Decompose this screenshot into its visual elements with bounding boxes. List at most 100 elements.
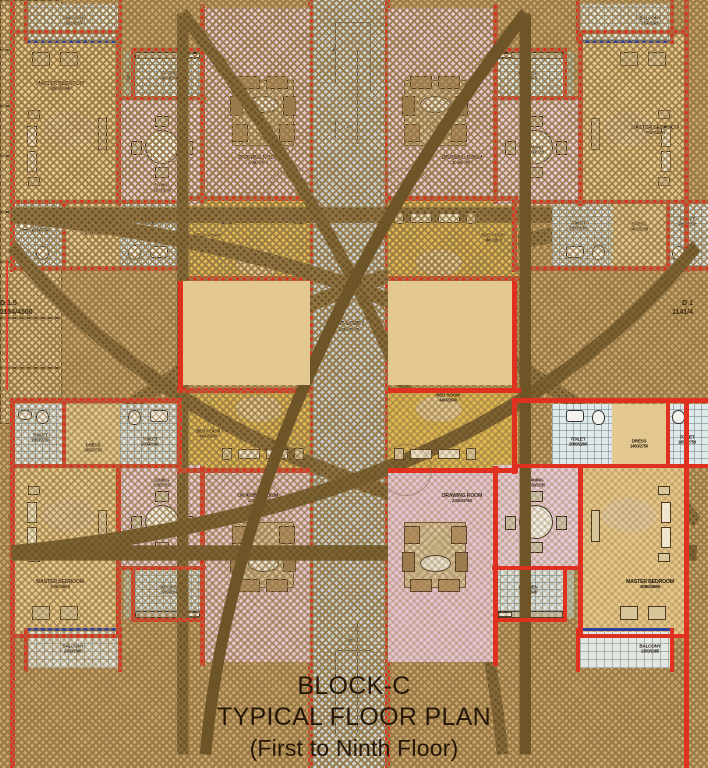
entrance-lobby-label: ENT. LOBBY 2050/3075 bbox=[334, 321, 364, 332]
br-master-nightstand-2 bbox=[658, 553, 670, 562]
tl-dining-label: DINING 3150/3235 bbox=[153, 183, 171, 193]
tr-dining-chair-w bbox=[505, 141, 516, 155]
br-sofa-right bbox=[455, 552, 468, 572]
bl-seat-1 bbox=[32, 606, 50, 620]
br-seat-2 bbox=[648, 606, 666, 620]
br-kitchen-sink bbox=[498, 612, 512, 617]
br-balcony-railing bbox=[580, 628, 670, 631]
bl-pillow-1 bbox=[238, 449, 260, 459]
bl-balcony-railing bbox=[28, 628, 118, 631]
tl-sofa-top-right bbox=[266, 76, 288, 89]
br-master-wardrobe bbox=[591, 510, 600, 542]
tr-toilet-2-wc bbox=[592, 245, 605, 260]
br-master-nightstand-1 bbox=[658, 486, 670, 495]
tl-master-nightstand-1 bbox=[28, 110, 40, 119]
bl-toilet-1-label: TOILET 1950/2750 bbox=[31, 433, 49, 443]
tr-sofa-top-left bbox=[410, 76, 432, 89]
stair-top: UP bbox=[313, 0, 385, 148]
tl-kitchen-label: KITCHEN 2450/2640 bbox=[160, 71, 179, 81]
tr-balcony-railing bbox=[580, 40, 670, 43]
tr-seat-1 bbox=[620, 52, 638, 66]
br-sofa-left bbox=[402, 552, 415, 572]
tr-drawing-room-label: DRAWING ROOM 3450/4765 bbox=[442, 155, 482, 166]
stair-up-label-bottom: UP bbox=[347, 638, 353, 643]
tr-kitchen-utility bbox=[563, 52, 574, 100]
tl-sofa-right bbox=[283, 96, 296, 116]
tl-dining-chair-w bbox=[131, 141, 142, 155]
stair-up-arrow-top bbox=[332, 46, 338, 51]
tl-toilet-1-wc bbox=[36, 246, 49, 260]
br-balcony-label: BALCONY 2350/1385 bbox=[639, 643, 661, 654]
br-seat-1 bbox=[620, 606, 638, 620]
tl-dining-chair-s bbox=[155, 167, 169, 178]
tl-kitchen bbox=[135, 52, 205, 100]
bl-balcony bbox=[28, 632, 118, 668]
tl-seat-1 bbox=[32, 52, 50, 66]
tr-chair-br bbox=[451, 124, 467, 142]
tr-dining-label: DINING 3150/3235 bbox=[527, 145, 545, 155]
stair-up-arrow-bottom bbox=[354, 626, 360, 631]
bl-nightstand-l bbox=[222, 448, 232, 460]
tl-dining-chair-n bbox=[155, 116, 169, 127]
br-dining-chair-e bbox=[556, 516, 567, 530]
left-dimension-line bbox=[6, 260, 8, 390]
tr-bed-room-label: BED ROOM 4460/2840 bbox=[481, 233, 505, 243]
bl-dress bbox=[66, 404, 120, 466]
tr-dress-label: DRESS 1450/2750 bbox=[630, 222, 648, 232]
br-dress bbox=[612, 404, 666, 466]
br-drawing-room-label: DRAWING ROOM 2400/4760 bbox=[442, 493, 482, 504]
br-kitchen-utility bbox=[563, 570, 574, 618]
tr-master-wardrobe bbox=[591, 118, 600, 150]
tr-toilet-2-label: TOILET 2080/2260 bbox=[569, 221, 587, 231]
tr-balcony bbox=[580, 4, 670, 40]
tr-balcony-label: BALCONY 2350/1385 bbox=[639, 16, 661, 26]
tl-master-pillow-2 bbox=[27, 151, 37, 172]
bl-kitchen-utility bbox=[124, 570, 135, 618]
tl-balcony-railing bbox=[28, 40, 118, 43]
bl-toilet-2-tub bbox=[150, 410, 168, 422]
stair-up-label-top: UP bbox=[347, 124, 353, 129]
bl-kitchen-label: KITCHEN 2450/2640 bbox=[160, 585, 179, 595]
bl-master-pillow-1 bbox=[27, 502, 37, 523]
tr-sofa-left bbox=[402, 96, 415, 116]
bl-seat-2 bbox=[60, 606, 78, 620]
br-pillow-2 bbox=[438, 449, 460, 459]
br-nightstand-r bbox=[466, 448, 476, 460]
br-chair-tl bbox=[404, 526, 420, 544]
tr-seat-2 bbox=[648, 52, 666, 66]
bl-kitchen bbox=[135, 570, 205, 618]
tl-master-nightstand-2 bbox=[28, 177, 40, 186]
br-dining-chair-w bbox=[505, 516, 516, 530]
tr-toilet-2-tub bbox=[566, 246, 584, 258]
bl-toilet-1-wc bbox=[36, 410, 49, 424]
tr-master-nightstand-2 bbox=[658, 177, 670, 186]
tr-dining-chair-e bbox=[556, 141, 567, 155]
br-toilet-2-label: TOILET 2080/2260 bbox=[569, 436, 587, 447]
br-dress-label: DRESS 1450/2750 bbox=[630, 438, 648, 449]
tl-toilet-2-wc bbox=[128, 245, 141, 260]
tl-chair-bl bbox=[232, 124, 248, 142]
tr-pillow-2 bbox=[438, 213, 460, 223]
title-line-3: (First to Ninth Floor) bbox=[249, 735, 459, 761]
br-center-table bbox=[420, 555, 451, 572]
bl-master-nightstand-1 bbox=[28, 486, 40, 495]
tl-seat-2 bbox=[60, 52, 78, 66]
br-toilet-2-wc bbox=[592, 410, 605, 425]
tr-master-pillow-1 bbox=[661, 126, 671, 147]
bl-toilet-1-basin bbox=[18, 410, 32, 420]
bl-balcony-label: BALCONY 2350/1385 bbox=[62, 644, 84, 654]
stair-bottom: UP bbox=[313, 616, 385, 768]
title-line-2: TYPICAL FLOOR PLAN bbox=[217, 703, 491, 731]
left-corridor bbox=[182, 281, 310, 385]
right-corridor bbox=[388, 281, 516, 385]
bl-dining-label: DINING 3150/3235 bbox=[153, 478, 171, 488]
br-bed-room-label: BED ROOM 4460/2840 bbox=[436, 393, 460, 403]
title-block: BLOCK-C TYPICAL FLOOR PLAN (First to Nin… bbox=[0, 672, 708, 762]
tl-toilet-2-tub bbox=[150, 246, 168, 258]
br-sofa-bot-left bbox=[410, 579, 432, 592]
